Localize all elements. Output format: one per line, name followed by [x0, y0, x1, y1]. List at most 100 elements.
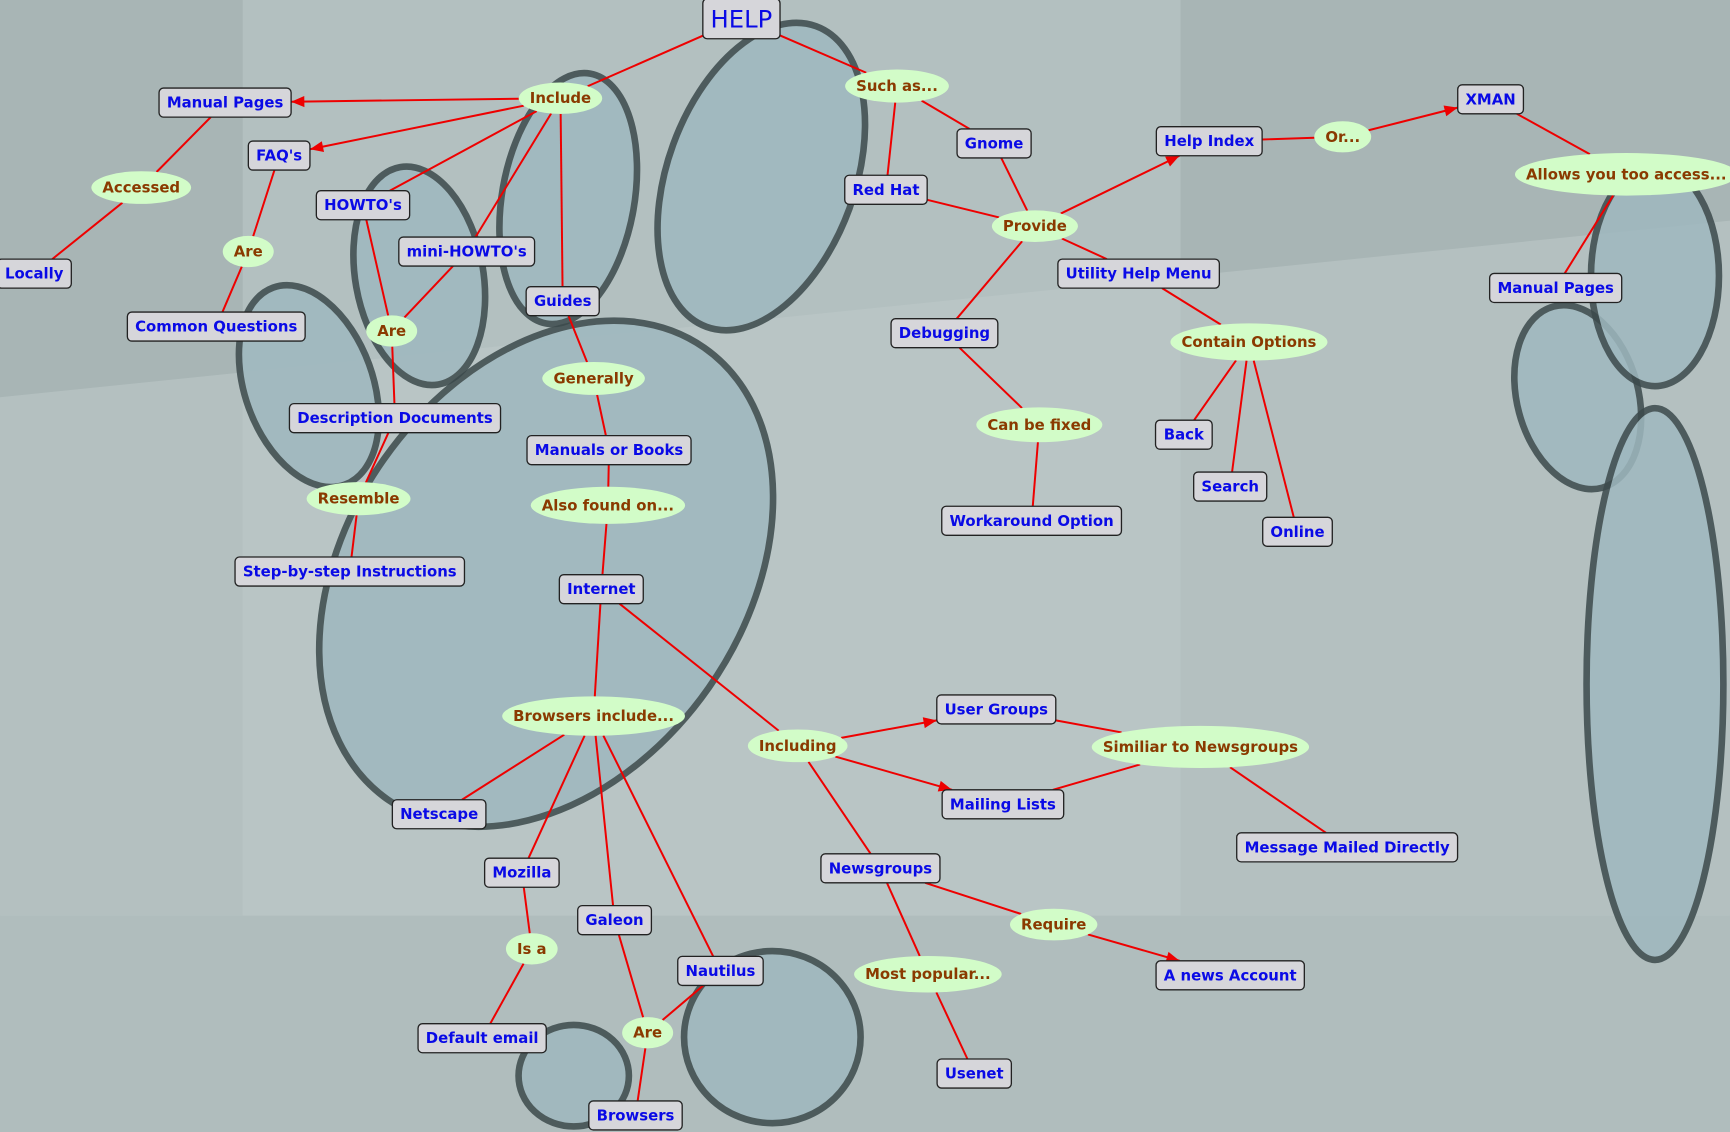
relation-node-canbefixed[interactable]: Can be fixed: [976, 407, 1103, 443]
topic-node-utility[interactable]: Utility Help Menu: [1057, 258, 1221, 289]
relation-node-require[interactable]: Require: [1009, 908, 1098, 941]
edge-suchas-redhat: [886, 102, 897, 176]
node-ellipse: [502, 696, 686, 736]
topic-node-workaround[interactable]: Workaround Option: [941, 505, 1123, 536]
node-box: [391, 799, 487, 830]
topic-node-browsers[interactable]: Browsers: [588, 1100, 683, 1131]
edge-provide-helpindex: [1060, 154, 1180, 215]
relation-node-browsersinc[interactable]: Browsers include...: [502, 696, 686, 736]
node-label: HELP: [711, 4, 773, 33]
node-box: [820, 853, 941, 884]
topic-node-manuals[interactable]: Manuals or Books: [526, 434, 692, 466]
node-label: Manual Pages: [167, 94, 284, 112]
node-label: Browsers include...: [513, 707, 674, 725]
node-ellipse: [1009, 908, 1098, 941]
topic-node-mozilla[interactable]: Mozilla: [483, 857, 560, 888]
topic-node-galeon[interactable]: Galeon: [577, 904, 653, 936]
relation-node-are1[interactable]: Are: [222, 235, 274, 268]
topic-node-nautilus[interactable]: Nautilus: [677, 955, 764, 987]
edge-faqs-are1: [252, 169, 276, 237]
topic-node-manpages[interactable]: Manual Pages: [158, 87, 292, 118]
topic-node-defaultemail[interactable]: Default email: [417, 1023, 547, 1054]
edge-accessed-locally: [51, 201, 124, 260]
node-label: Manual Pages: [1497, 279, 1614, 297]
node-label: Similiar to Newsgroups: [1103, 738, 1298, 756]
node-label: Most popular...: [865, 965, 991, 983]
topic-node-stepbystep[interactable]: Step-by-step Instructions: [234, 556, 466, 587]
edge-nautilus-are3: [661, 984, 704, 1021]
topic-node-debugging[interactable]: Debugging: [890, 318, 999, 349]
node-box: [702, 0, 781, 40]
relation-node-suchas[interactable]: Such as...: [845, 69, 949, 103]
relation-node-including[interactable]: Including: [747, 729, 848, 763]
topic-node-newsaccount[interactable]: A news Account: [1155, 960, 1305, 991]
edge-or-xman: [1368, 106, 1458, 132]
topic-node-minihowtos[interactable]: mini-HOWTO's: [398, 236, 536, 267]
topic-node-guides[interactable]: Guides: [525, 286, 600, 317]
arrowhead-icon: [291, 96, 305, 108]
node-label: Require: [1021, 916, 1086, 934]
topic-node-mailing[interactable]: Mailing Lists: [941, 789, 1065, 820]
topic-node-help[interactable]: HELP: [702, 0, 781, 40]
topic-node-netscape[interactable]: Netscape: [391, 799, 487, 830]
relation-node-contain[interactable]: Contain Options: [1170, 323, 1328, 361]
topic-node-internet[interactable]: Internet: [558, 573, 644, 605]
topic-node-msgmailed[interactable]: Message Mailed Directly: [1236, 832, 1459, 863]
node-box: [315, 190, 411, 221]
topic-node-helpindex[interactable]: Help Index: [1155, 126, 1263, 157]
edge-debugging-canbefixed: [958, 347, 1023, 409]
edge-are2-descdocs: [391, 346, 396, 404]
topic-node-locally[interactable]: Locally: [0, 258, 72, 289]
node-box: [844, 174, 928, 205]
edge-isa-defaultemail: [489, 963, 525, 1025]
topic-node-gnome[interactable]: Gnome: [956, 128, 1032, 159]
node-label: Online: [1270, 523, 1324, 541]
topic-node-faqs[interactable]: FAQ's: [247, 140, 311, 171]
relation-node-accessed[interactable]: Accessed: [91, 171, 192, 204]
relation-node-generally[interactable]: Generally: [542, 361, 645, 395]
edge-are1-commonq: [221, 266, 243, 313]
node-ellipse: [747, 729, 848, 763]
topic-node-redhat[interactable]: Red Hat: [844, 174, 928, 205]
topic-node-usergroups[interactable]: User Groups: [936, 694, 1057, 725]
relation-node-alsofound[interactable]: Also found on...: [530, 486, 686, 524]
node-label: Resemble: [318, 490, 400, 508]
topic-node-commonq[interactable]: Common Questions: [126, 311, 306, 342]
relation-node-similiar[interactable]: Similiar to Newsgroups: [1091, 725, 1310, 768]
node-label: Netscape: [400, 805, 478, 823]
node-box: [417, 1023, 547, 1054]
node-box: [1154, 419, 1213, 450]
topic-node-descdocs[interactable]: Description Documents: [288, 402, 502, 434]
edge-mailing-similiar: [1052, 763, 1141, 791]
node-box: [941, 505, 1123, 536]
topic-node-howtos[interactable]: HOWTO's: [315, 190, 411, 221]
node-label: Locally: [5, 265, 64, 283]
relation-node-are3[interactable]: Are: [622, 1017, 674, 1049]
topic-node-newsgroups[interactable]: Newsgroups: [820, 853, 941, 884]
arrowhead-icon: [309, 141, 325, 153]
relation-node-or[interactable]: Or...: [1314, 121, 1372, 153]
topic-node-search[interactable]: Search: [1193, 471, 1268, 502]
edge-alsofound-internet: [601, 523, 608, 575]
topic-node-xman[interactable]: XMAN: [1457, 84, 1525, 115]
topic-node-manpages2[interactable]: Manual Pages: [1488, 272, 1623, 304]
relation-node-mostpopular[interactable]: Most popular...: [854, 955, 1002, 993]
relation-node-isa[interactable]: Is a: [505, 933, 558, 965]
relation-node-provide[interactable]: Provide: [991, 210, 1078, 242]
edge-newsgroups-mostpopular: [886, 882, 921, 957]
topic-node-usenet[interactable]: Usenet: [936, 1058, 1013, 1089]
topic-node-back[interactable]: Back: [1154, 419, 1213, 450]
topic-node-online[interactable]: Online: [1262, 516, 1333, 547]
node-label: Including: [759, 737, 837, 755]
node-label: Generally: [553, 369, 634, 387]
node-ellipse: [505, 933, 558, 965]
arrowhead-icon: [937, 780, 952, 792]
edge-howtos-are2: [365, 219, 390, 316]
relation-node-allows[interactable]: Allows you too access...: [1515, 153, 1730, 196]
relation-node-resemble[interactable]: Resemble: [306, 482, 411, 516]
relation-node-are2[interactable]: Are: [366, 315, 418, 347]
node-label: Workaround Option: [949, 512, 1113, 530]
relation-node-include[interactable]: Include: [518, 82, 603, 114]
